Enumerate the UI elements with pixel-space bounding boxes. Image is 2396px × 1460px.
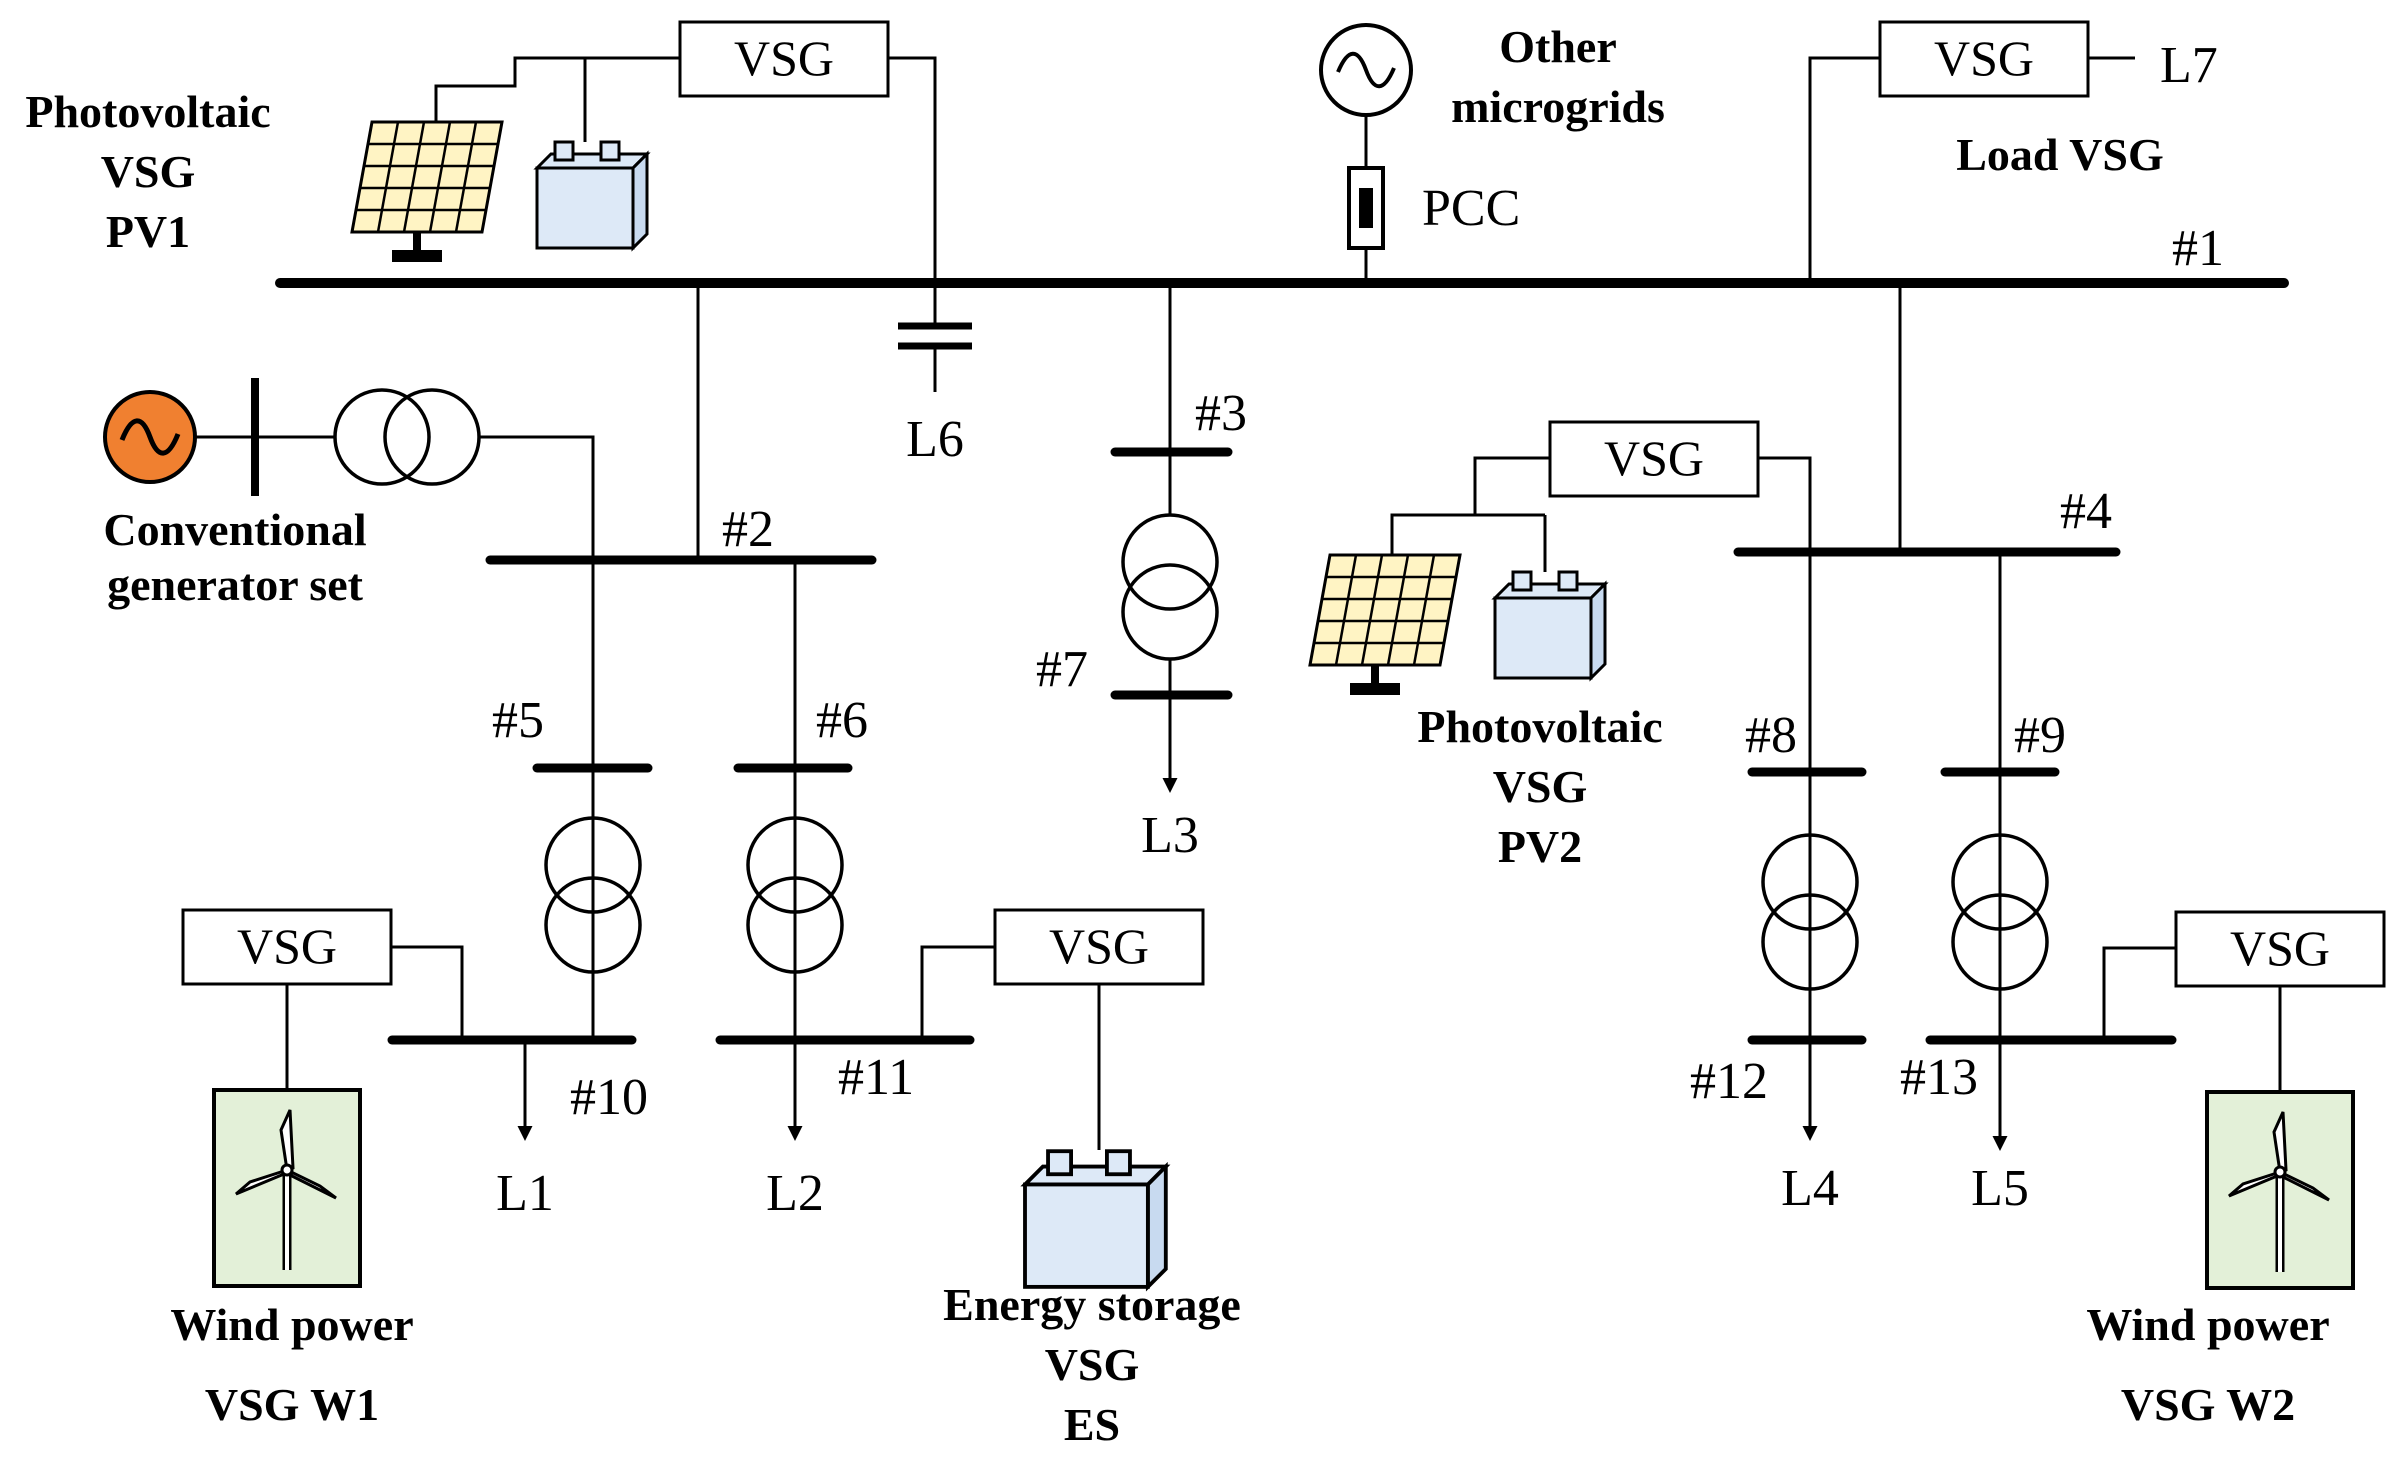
wind-w2-group: VSG Wind power VSG W2	[2086, 910, 2386, 1430]
conventional-generator-group: Conventional generator set	[103, 378, 595, 1040]
pv1-label-line2: VSG	[101, 146, 196, 197]
w2-label-line2: VSG W2	[2121, 1379, 2295, 1430]
transformer-icon	[1951, 833, 2049, 931]
bus-11-label: #11	[838, 1049, 914, 1106]
branch-8-12: #8 #12 L4	[1690, 552, 1867, 1217]
other-microgrids-line1: Other	[1499, 21, 1617, 72]
vsg-label: VSG	[1604, 430, 1704, 486]
pv2-label-line3: PV2	[1498, 821, 1582, 872]
vsg-box-w2	[2174, 910, 2386, 988]
pcc-label: PCC	[1422, 180, 1520, 237]
bus-12-label: #12	[1690, 1053, 1768, 1110]
wind-w1-group: VSG Wind power VSG W1	[170, 908, 464, 1430]
pv1-label-line3: PV1	[106, 206, 190, 257]
es-label-line1: Energy storage	[943, 1279, 1241, 1330]
transformer-icon	[544, 816, 642, 914]
vsg-box-es	[993, 908, 1205, 986]
pv2-group: VSG Photovoltaic VSG PV2	[1310, 420, 1812, 872]
load-l2-label: L2	[766, 1165, 824, 1222]
bus-13-label: #13	[1900, 1049, 1978, 1106]
bus-10-label: #10	[570, 1069, 648, 1126]
battery-icon	[535, 140, 649, 250]
conventional-label-line2: generator set	[107, 559, 364, 610]
w2-label-line1: Wind power	[2086, 1299, 2329, 1350]
pv2-label-line1: Photovoltaic	[1417, 701, 1662, 752]
bus-8-label: #8	[1745, 707, 1797, 764]
bus-6-label: #6	[816, 692, 868, 749]
other-microgrids-line2: microgrids	[1451, 81, 1665, 132]
load-l4-label: L4	[1781, 1160, 1839, 1217]
transformer-icon	[1761, 833, 1859, 931]
transformer-icon	[1121, 513, 1219, 611]
transformer-icon	[333, 388, 431, 486]
load-l6-label: L6	[906, 411, 964, 468]
load-l7-label: L7	[2160, 37, 2218, 94]
bus-4-label: #4	[2060, 483, 2112, 540]
vsg-label: VSG	[1934, 30, 2034, 86]
capacitor-l6: L6	[898, 283, 972, 468]
bus-1-label: #1	[2172, 220, 2224, 277]
bus-2-label: #2	[722, 501, 774, 558]
pv2-label-line2: VSG	[1493, 761, 1588, 812]
bus-5-label: #5	[492, 692, 544, 749]
pv1-group: VSG Photovoltaic VSG PV1	[25, 20, 937, 283]
load-l1-label: L1	[496, 1165, 554, 1222]
bus-7-label: #7	[1036, 641, 1088, 698]
load-vsg-group: VSG L7 Load VSG	[1808, 20, 2218, 283]
w1-label-line2: VSG W1	[205, 1379, 379, 1430]
load-l5-label: L5	[1971, 1160, 2029, 1217]
battery-icon	[1023, 1149, 1168, 1289]
w1-label-line1: Wind power	[170, 1299, 413, 1350]
branch-6-11: #6 #11 L2	[715, 560, 975, 1222]
bus-9-label: #9	[2014, 707, 2066, 764]
energy-storage-group: VSG Energy storage VSG ES	[920, 908, 1241, 1450]
branch-3-7: #3 #7 L3	[1036, 283, 1247, 864]
battery-icon	[1493, 570, 1607, 680]
vsg-box-pv2	[1548, 420, 1760, 498]
es-label-line2: VSG	[1045, 1339, 1140, 1390]
pv1-label-line1: Photovoltaic	[25, 86, 270, 137]
wind-turbine-icon	[2207, 1092, 2353, 1288]
vsg-label: VSG	[734, 30, 834, 86]
transformer-icon	[746, 816, 844, 914]
vsg-label: VSG	[1049, 918, 1149, 974]
vsg-label: VSG	[2230, 920, 2330, 976]
solar-panel-icon	[352, 122, 502, 262]
solar-panel-icon	[1310, 555, 1460, 695]
vsg-label: VSG	[237, 918, 337, 974]
load-vsg-label: Load VSG	[1956, 129, 2164, 180]
bus-3-label: #3	[1195, 385, 1247, 442]
branch-5-10: #5 #10 L1	[387, 692, 653, 1222]
wind-turbine-icon	[214, 1090, 360, 1286]
conventional-label-line1: Conventional	[103, 504, 366, 555]
branch-9-13: #9 #13 L5	[1900, 552, 2177, 1217]
load-l3-label: L3	[1141, 807, 1199, 864]
pcc-group: PCC Other microgrids	[1319, 21, 1665, 283]
es-label-line3: ES	[1064, 1399, 1120, 1450]
